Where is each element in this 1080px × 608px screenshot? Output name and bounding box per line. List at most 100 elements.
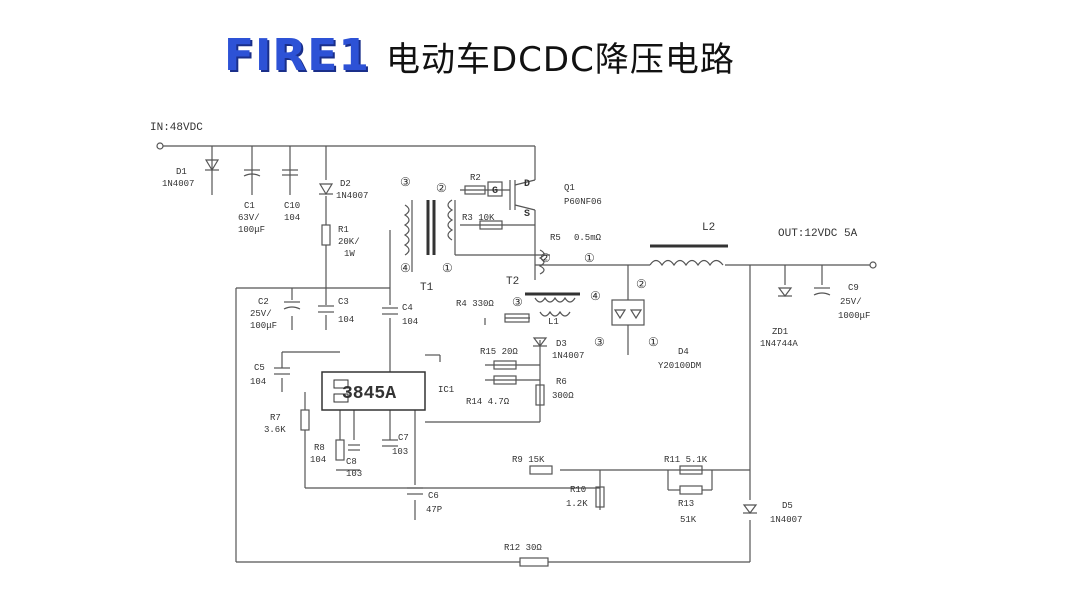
label-d3: D3 [556, 339, 567, 349]
pin-marker-3c: ③ [594, 336, 605, 350]
label-r1-power: 1W [344, 249, 355, 259]
resistor-r12 [519, 557, 549, 567]
label-r5-value: 0.5mΩ [574, 233, 602, 243]
pin-marker-2c: ② [636, 278, 647, 292]
label-d5-value: 1N4007 [770, 515, 802, 525]
label-r7-value: 3.6K [264, 425, 286, 435]
label-t2: T2 [506, 276, 519, 288]
label-r1: R1 [338, 225, 349, 235]
label-c7: C7 [398, 433, 409, 443]
pin-marker-1c: ① [648, 336, 659, 350]
label-d5: D5 [782, 501, 793, 511]
label-c8: C8 [346, 457, 357, 467]
components [204, 159, 831, 567]
pin-marker-1: ① [442, 262, 453, 276]
resistor-r1 [321, 224, 331, 246]
label-c7-value: 103 [392, 447, 408, 457]
label-d1: D1 [176, 167, 187, 177]
input-terminal [156, 142, 164, 150]
resistor-r14 [493, 375, 517, 385]
resistor-r3 [479, 220, 503, 230]
label-c2-volt: 25V/ [250, 309, 272, 319]
label-r6-value: 300Ω [552, 391, 574, 401]
label-r4: R4 330Ω [456, 299, 494, 309]
pin-marker-4: ④ [400, 262, 411, 276]
resistor-r11 [679, 465, 703, 475]
labels: IN:48VDC D1 1N4007 C1 63V/ 100μF C10 104… [150, 122, 870, 553]
label-r2: R2 [470, 173, 481, 183]
diode-d5 [742, 504, 758, 514]
label-c8-value: 103 [346, 469, 362, 479]
label-drain: D [524, 179, 530, 190]
transformer-t1 [403, 204, 410, 256]
label-zd1-value: 1N4744A [760, 339, 798, 349]
label-source: S [524, 209, 530, 220]
label-r6: R6 [556, 377, 567, 387]
pin-marker-3b: ③ [512, 296, 523, 310]
label-t1: T1 [420, 282, 434, 294]
resistor-r2 [464, 185, 486, 195]
label-d1-value: 1N4007 [162, 179, 194, 189]
pin-marker-4b: ④ [590, 290, 601, 304]
pin-marker-1b: ① [584, 252, 595, 266]
label-d4: D4 [678, 347, 689, 357]
label-input: IN:48VDC [150, 122, 203, 134]
label-q1: Q1 [564, 183, 575, 193]
label-d4-value: Y20100DM [658, 361, 701, 371]
label-r13-value: 51K [680, 515, 697, 525]
label-r3: R3 10K [462, 213, 495, 223]
label-c5: C5 [254, 363, 265, 373]
inductor-l1 [539, 310, 571, 317]
resistor-r7 [300, 409, 310, 431]
wires [156, 142, 877, 563]
label-c6-value: 47P [426, 505, 442, 515]
label-c9: C9 [848, 283, 859, 293]
label-r14: R14 4.7Ω [466, 397, 510, 407]
ic-3845a [321, 371, 426, 411]
pin-marker-2: ② [436, 182, 447, 196]
brand-logo: FIRE1 [224, 30, 370, 81]
label-c1-cap: 100μF [238, 225, 265, 235]
label-r8-value: 104 [310, 455, 326, 465]
resistor-r10 [595, 486, 605, 508]
diagram-title: 电动车DCDC降压电路 [386, 40, 735, 80]
label-c4-value: 104 [402, 317, 418, 327]
label-l1: L1 [548, 317, 559, 327]
label-c4: C4 [402, 303, 413, 313]
label-c3-value: 104 [338, 315, 354, 325]
label-ic1: IC1 [438, 385, 454, 395]
resistor-r5 [538, 249, 545, 275]
resistor-r9 [529, 465, 553, 475]
output-terminal [869, 261, 877, 269]
label-c9-volt: 25V/ [840, 297, 862, 307]
zener-zd1 [777, 287, 793, 297]
label-l2: L2 [702, 222, 715, 234]
label-r13: R13 [678, 499, 694, 509]
label-d2: D2 [340, 179, 351, 189]
label-r9: R9 15K [512, 455, 545, 465]
pin-marker-3: ③ [400, 176, 411, 190]
resistor-r4 [504, 313, 530, 323]
label-r10: R10 [570, 485, 586, 495]
label-c2-cap: 100μF [250, 321, 277, 331]
label-r5: R5 [550, 233, 561, 243]
inductor-l2 [649, 259, 724, 267]
resistor-r13 [679, 485, 703, 495]
label-c10-value: 104 [284, 213, 300, 223]
ic-part-label: 3845A [342, 384, 396, 404]
resistor-r8 [335, 439, 345, 461]
label-gate: G [492, 186, 498, 197]
label-r1-value: 20K/ [338, 237, 360, 247]
label-c1: C1 [244, 201, 255, 211]
label-output: OUT:12VDC 5A [778, 228, 858, 240]
label-c10: C10 [284, 201, 300, 211]
label-d2-value: 1N4007 [336, 191, 368, 201]
label-d3-value: 1N4007 [552, 351, 584, 361]
label-r15: R15 20Ω [480, 347, 518, 357]
label-c6: C6 [428, 491, 439, 501]
label-zd1: ZD1 [772, 327, 788, 337]
label-r7: R7 [270, 413, 281, 423]
resistor-r15 [493, 360, 517, 370]
pin-marker-2b: ② [540, 252, 551, 266]
